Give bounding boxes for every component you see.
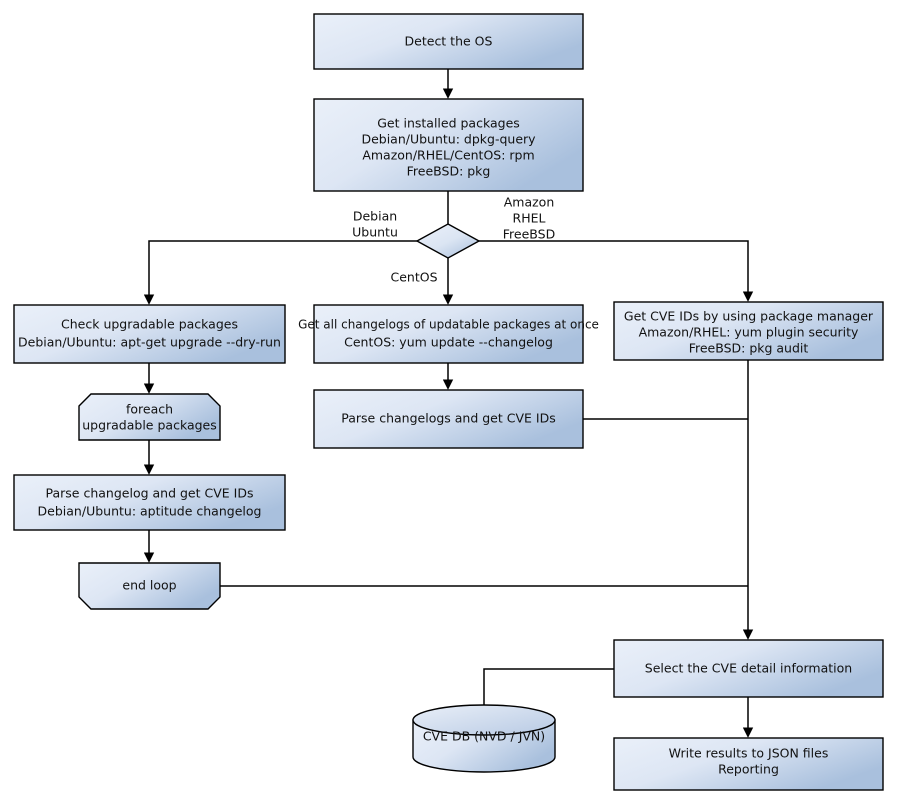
connectors [143,69,754,738]
node-select-cve-detail-information[interactable]: Select the CVE detail information [613,639,884,698]
edge-label-debian-ubuntu: Debian Ubuntu [352,209,398,240]
node-cve-database[interactable]: CVE DB (NVD / JVN) [412,704,556,773]
edge-label-centos-text: CentOS [390,270,437,285]
get-all-changelogs-line-1: Get all changelogs of updatable packages… [298,318,599,332]
parse-changelogs-label: Parse changelogs and get CVE IDs [341,411,555,426]
parse-changelog-left-line-2: Debian/Ubuntu: aptitude changelog [38,504,262,519]
get-installed-packages-line-4: FreeBSD: pkg [407,164,491,179]
detect-the-os-label: Detect the OS [405,34,493,49]
edge-label-freebsd: FreeBSD [503,227,555,242]
write-results-line-1: Write results to JSON files [669,746,829,761]
node-os-decision[interactable] [415,223,481,259]
get-installed-packages-line-2: Debian/Ubuntu: dpkg-query [361,132,536,147]
parse-changelog-left-line-1: Parse changelog and get CVE IDs [46,486,254,501]
get-cve-ids-line-3: FreeBSD: pkg audit [689,341,809,356]
edge-label-centos: CentOS [390,270,437,285]
foreach-line-1: foreach [126,402,173,417]
node-get-all-changelogs[interactable]: Get all changelogs of updatable packages… [298,304,599,364]
node-get-installed-packages[interactable]: Get installed packages Debian/Ubuntu: dp… [313,98,584,192]
write-results-line-2: Reporting [718,762,779,777]
get-cve-ids-line-2: Amazon/RHEL: yum plugin security [639,325,859,340]
get-installed-packages-line-1: Get installed packages [377,116,520,131]
node-check-upgradable-packages[interactable]: Check upgradable packages Debian/Ubuntu:… [13,304,286,364]
edge-select-cve-to-database [483,668,614,712]
foreach-line-2: upgradable packages [82,418,217,433]
node-detect-the-os[interactable]: Detect the OS [313,13,584,70]
get-cve-ids-line-1: Get CVE IDs by using package manager [624,309,874,324]
edge-label-debian: Debian [353,209,397,224]
edge-label-amazon-rhel-freebsd: Amazon RHEL FreeBSD [503,195,555,242]
node-end-loop[interactable]: end loop [78,562,221,610]
check-upgradable-line-2: Debian/Ubuntu: apt-get upgrade --dry-run [18,335,281,350]
edge-decision-to-check-upgradable [143,240,417,305]
edge-label-amazon: Amazon [504,195,555,210]
edge-label-rhel: RHEL [513,211,546,226]
get-all-changelogs-line-2: CentOS: yum update --changelog [344,335,553,350]
end-loop-label: end loop [122,578,176,593]
get-installed-packages-line-3: Amazon/RHEL/CentOS: rpm [362,148,534,163]
node-get-cve-ids-package-manager[interactable]: Get CVE IDs by using package manager Ama… [613,301,884,361]
node-foreach-upgradable-packages[interactable]: foreach upgradable packages [78,393,221,441]
check-upgradable-line-1: Check upgradable packages [61,317,238,332]
select-cve-detail-label: Select the CVE detail information [645,661,852,676]
edge-label-ubuntu: Ubuntu [352,225,398,240]
edge-decision-to-get-cve-ids [479,240,754,302]
cve-database-label: CVE DB (NVD / JVN) [423,729,545,744]
node-write-results-json[interactable]: Write results to JSON files Reporting [613,737,884,791]
node-parse-changelogs-get-cve-ids[interactable]: Parse changelogs and get CVE IDs [313,389,584,449]
node-parse-changelog-debian[interactable]: Parse changelog and get CVE IDs Debian/U… [13,474,286,531]
